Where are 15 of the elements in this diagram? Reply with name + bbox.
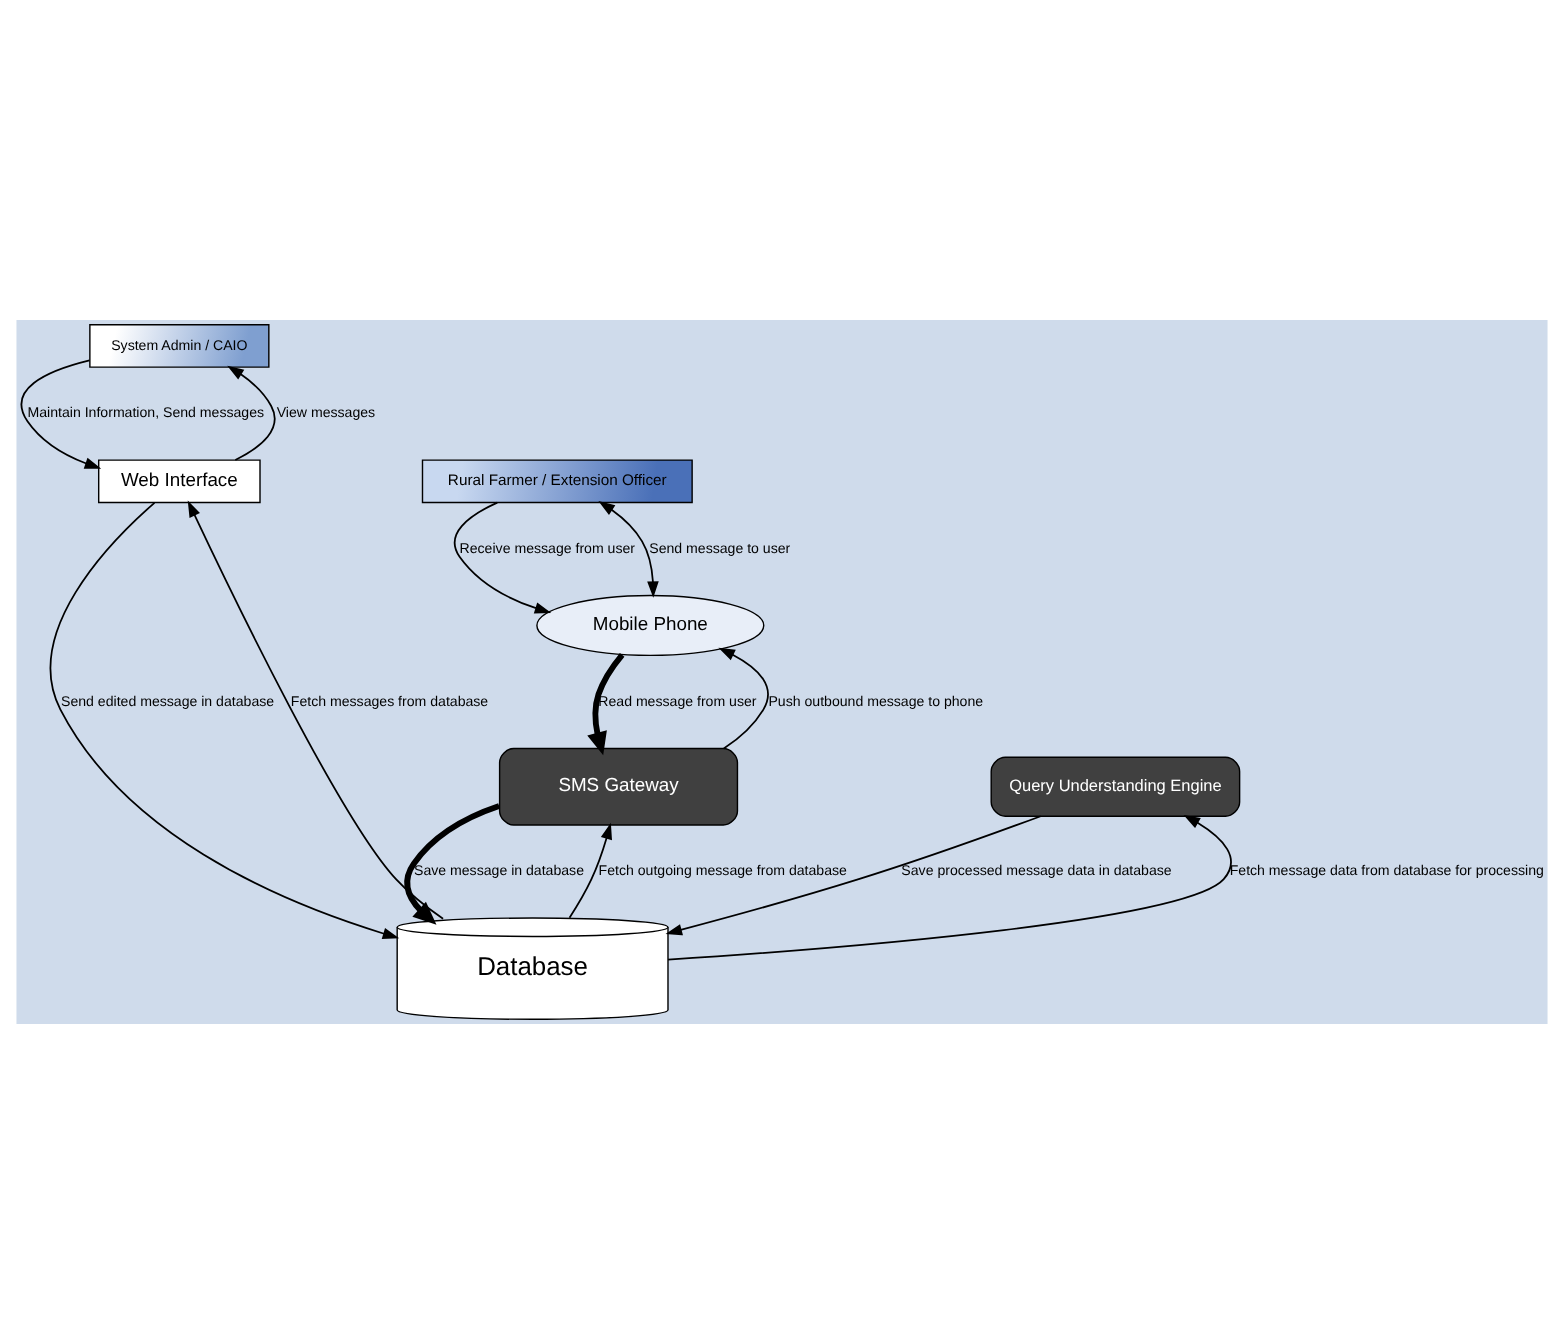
arrow [667, 813, 1232, 960]
arrow [20, 358, 102, 468]
arrow [187, 499, 444, 919]
arrow [665, 814, 1042, 935]
arrow [227, 364, 276, 460]
node-box: Web Interface [98, 458, 261, 503]
arrow [587, 651, 625, 755]
arrow [404, 802, 501, 924]
arrow [718, 646, 769, 749]
arrow [568, 821, 612, 918]
arrow [49, 500, 400, 939]
arrow [598, 500, 659, 597]
arrow [453, 500, 552, 613]
node-ellipse: Mobile Phone [536, 593, 765, 656]
node-box: SMS Gateway [498, 746, 739, 825]
